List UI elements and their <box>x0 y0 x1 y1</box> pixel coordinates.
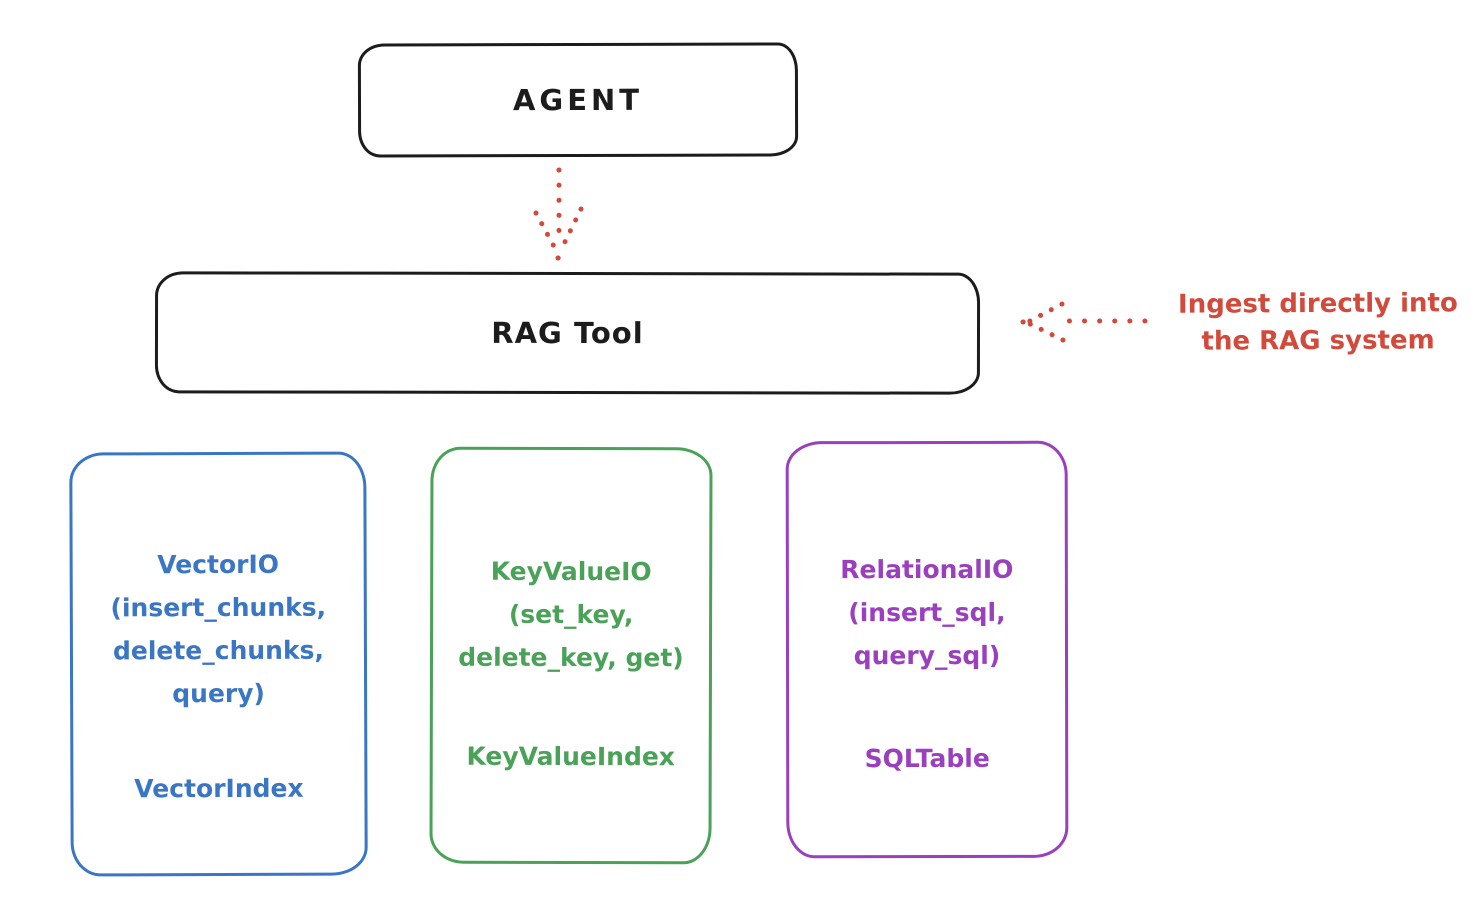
io-line: delete_key, get) <box>458 642 684 673</box>
rag-tool-box: RAG Tool <box>154 271 981 395</box>
relational-io-box: RelationalIO (insert_sql, query_sql) SQL… <box>785 440 1069 859</box>
agent-to-rag-arrow-icon <box>533 167 584 261</box>
rag-tool-label: RAG Tool <box>491 315 644 351</box>
vector-io-box: VectorIO (insert_chunks, delete_chunks, … <box>69 451 368 877</box>
agent-label: AGENT <box>512 82 644 118</box>
io-line: (set_key, <box>508 599 634 630</box>
io-line: KeyValueIO <box>490 556 652 587</box>
io-line: query_sql) <box>853 640 1001 671</box>
keyvalue-io-signature: KeyValueIO (set_key, delete_key, get) <box>433 450 710 680</box>
io-line: RelationalIO <box>840 554 1014 585</box>
io-line: query) <box>172 678 265 709</box>
ingest-annotation-line1: Ingest directly into <box>1177 288 1458 320</box>
io-line: (insert_sql, <box>848 597 1006 628</box>
io-line: (insert_chunks, <box>110 592 327 623</box>
vector-io-signature: VectorIO (insert_chunks, delete_chunks, … <box>72 454 364 715</box>
sql-table-label: SQLTable <box>864 743 990 774</box>
ingest-annotation: Ingest directly into the RAG system <box>1148 285 1484 361</box>
keyvalue-index-label: KeyValueIndex <box>466 741 675 772</box>
ingest-annotation-line2: the RAG system <box>1201 325 1435 357</box>
io-line: VectorIO <box>157 549 280 580</box>
relational-io-signature: RelationalIO (insert_sql, query_sql) <box>789 444 1065 677</box>
keyvalue-io-box: KeyValueIO (set_key, delete_key, get) Ke… <box>429 446 713 865</box>
io-line: delete_chunks, <box>112 635 325 666</box>
vector-index-label: VectorIndex <box>134 773 304 804</box>
agent-box: AGENT <box>357 42 799 158</box>
ingest-arrow-icon <box>1020 301 1148 343</box>
